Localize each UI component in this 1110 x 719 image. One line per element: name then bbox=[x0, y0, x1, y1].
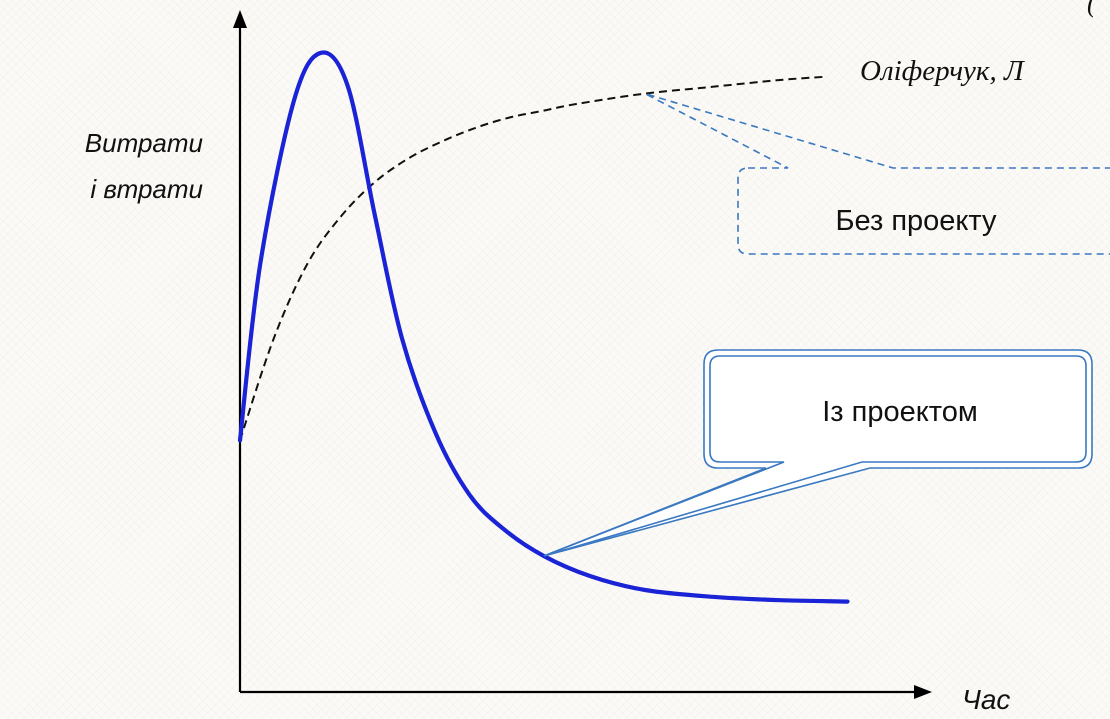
y-axis-label-line-1: Витрати bbox=[85, 128, 203, 158]
y-axis-label-line-2: і втрати bbox=[90, 174, 203, 204]
series-line-without-project bbox=[239, 75, 828, 441]
callout-with-project-label: Із проектом bbox=[822, 396, 978, 428]
source-note-author: Оліферчук, Л bbox=[860, 55, 1025, 87]
x-axis-arrow-icon bbox=[914, 685, 932, 699]
callout-with-project: Із проектом bbox=[543, 349, 1093, 557]
callout-with-project-inner bbox=[543, 355, 1087, 557]
callout-without-project-label: Без проекту bbox=[835, 205, 997, 237]
series-line-with-project bbox=[237, 50, 850, 604]
callout-without-project: Без проекту bbox=[644, 92, 1110, 255]
y-axis-arrow-icon bbox=[233, 10, 247, 28]
callout-with-project-outer bbox=[543, 349, 1093, 557]
callout-without-project-shape bbox=[644, 92, 1110, 255]
source-note-paren: ( bbox=[1087, 0, 1097, 18]
x-axis-label: Час bbox=[962, 684, 1010, 715]
